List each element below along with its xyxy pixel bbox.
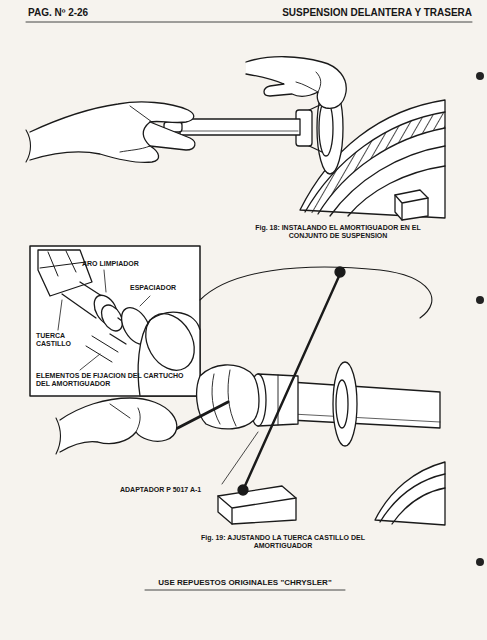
binder-hole — [476, 72, 484, 80]
footer-note: USE REPUESTOS ORIGINALES "CHRYSLER" — [140, 578, 350, 588]
binder-hole — [476, 296, 484, 304]
header-rule — [26, 22, 472, 23]
binder-hole — [476, 558, 484, 566]
footer-underline — [145, 590, 345, 591]
section-header: SUSPENSION DELANTERA Y TRASERA — [272, 7, 472, 19]
inset-detail — [30, 246, 204, 396]
fig19-illustration — [56, 267, 445, 525]
figure-caption: Fig. 19: AJUSTANDO LA TUERCA CASTILLO DE… — [178, 534, 388, 551]
figure-caption: Fig. 18: INSTALANDO EL AMORTIGUADOR EN E… — [238, 224, 438, 241]
part-label: ARO LIMPIADOR — [82, 260, 142, 268]
part-label: TUERCA CASTILLO — [36, 332, 86, 349]
fig18-illustration — [26, 57, 445, 220]
part-label: ADAPTADOR P 5017 A-1 — [120, 486, 230, 494]
part-label: ELEMENTOS DE FIJACION DEL CARTUCHO DEL A… — [36, 372, 186, 389]
page-number: PAG. Nº 2-26 — [28, 7, 148, 19]
part-label: ESPACIADOR — [130, 284, 190, 292]
